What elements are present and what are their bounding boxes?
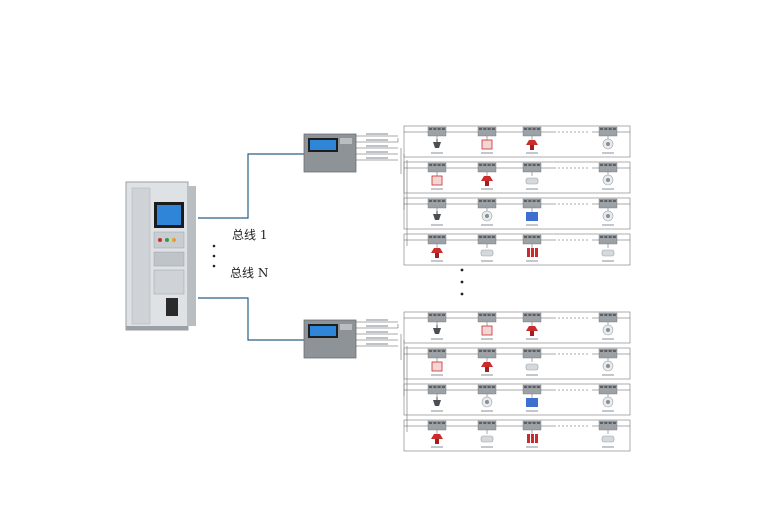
- io-module: [522, 198, 542, 212]
- io-module: [477, 420, 497, 434]
- device-row: [403, 311, 631, 344]
- io-module: [477, 198, 497, 212]
- io-module: [477, 348, 497, 362]
- field-device-icon: [431, 248, 443, 258]
- subsystems: [303, 125, 631, 452]
- panel-screen: [310, 326, 336, 336]
- field-device-icon: [481, 176, 493, 186]
- bus-line-1: [198, 153, 304, 219]
- bus-label-1: 总线 1: [232, 228, 267, 242]
- field-device-icon: [431, 361, 443, 372]
- bus-ellipsis: [212, 244, 216, 268]
- device-row: [403, 347, 631, 380]
- cabinet-printer-slot: [166, 298, 178, 316]
- field-device-icon: [525, 363, 539, 371]
- field-device-icon: [433, 325, 441, 334]
- field-device-icon: [433, 139, 441, 148]
- device-row: [403, 419, 631, 452]
- field-device-icon: [602, 396, 614, 408]
- field-device-icon: [433, 211, 441, 220]
- io-module: [427, 162, 447, 176]
- field-device-icon: [481, 210, 493, 222]
- field-device-icon: [431, 434, 443, 444]
- field-device-icon: [602, 138, 614, 150]
- io-module: [427, 126, 447, 140]
- field-device-icon: [481, 362, 493, 372]
- io-module: [522, 348, 542, 362]
- io-module: [477, 162, 497, 176]
- device-row: [403, 233, 631, 266]
- io-module: [522, 234, 542, 248]
- io-module: [598, 348, 618, 362]
- io-module: [522, 162, 542, 176]
- io-module: [477, 234, 497, 248]
- io-module: [427, 198, 447, 212]
- io-module: [598, 162, 618, 176]
- io-module: [598, 126, 618, 140]
- field-device-icon: [527, 248, 538, 257]
- io-module: [427, 348, 447, 362]
- bus-label-n: 总线 N: [230, 266, 268, 280]
- field-device-icon: [525, 177, 539, 185]
- field-device-icon: [601, 249, 615, 257]
- subsystem-1: [303, 125, 631, 266]
- io-module: [427, 384, 447, 398]
- field-device-icon: [526, 140, 538, 150]
- subsystem-ellipsis: [460, 268, 464, 296]
- field-device-icon: [526, 212, 538, 221]
- device-row: [403, 383, 631, 416]
- io-module: [522, 312, 542, 326]
- io-module: [598, 234, 618, 248]
- field-device-icon: [602, 210, 614, 222]
- field-device-icon: [602, 324, 614, 336]
- bus-lines: [198, 153, 304, 341]
- io-module: [522, 420, 542, 434]
- io-module: [598, 312, 618, 326]
- field-device-icon: [481, 325, 493, 336]
- field-device-icon: [602, 174, 614, 186]
- io-module: [427, 420, 447, 434]
- cabinet-screen: [157, 205, 181, 225]
- io-module: [427, 312, 447, 326]
- io-module: [477, 312, 497, 326]
- field-device-icon: [526, 398, 538, 407]
- io-module: [598, 198, 618, 212]
- bus-line-n: [198, 297, 304, 341]
- device-row: [403, 197, 631, 230]
- io-module: [427, 234, 447, 248]
- field-device-icon: [431, 175, 443, 186]
- field-device-icon: [480, 435, 494, 443]
- io-module: [477, 126, 497, 140]
- io-module: [522, 126, 542, 140]
- panel-screen: [310, 140, 336, 150]
- field-device-icon: [481, 139, 493, 150]
- io-module: [477, 384, 497, 398]
- io-module: [598, 384, 618, 398]
- field-device-icon: [526, 326, 538, 336]
- io-module: [522, 384, 542, 398]
- io-module: [598, 420, 618, 434]
- field-device-icon: [602, 360, 614, 372]
- control-cabinet: [125, 181, 196, 331]
- field-device-icon: [481, 396, 493, 408]
- subsystem-2: [303, 311, 631, 452]
- device-row: [403, 125, 631, 158]
- field-device-icon: [480, 249, 494, 257]
- field-device-icon: [601, 435, 615, 443]
- field-device-icon: [433, 397, 441, 406]
- field-device-icon: [527, 434, 538, 443]
- device-row: [403, 161, 631, 194]
